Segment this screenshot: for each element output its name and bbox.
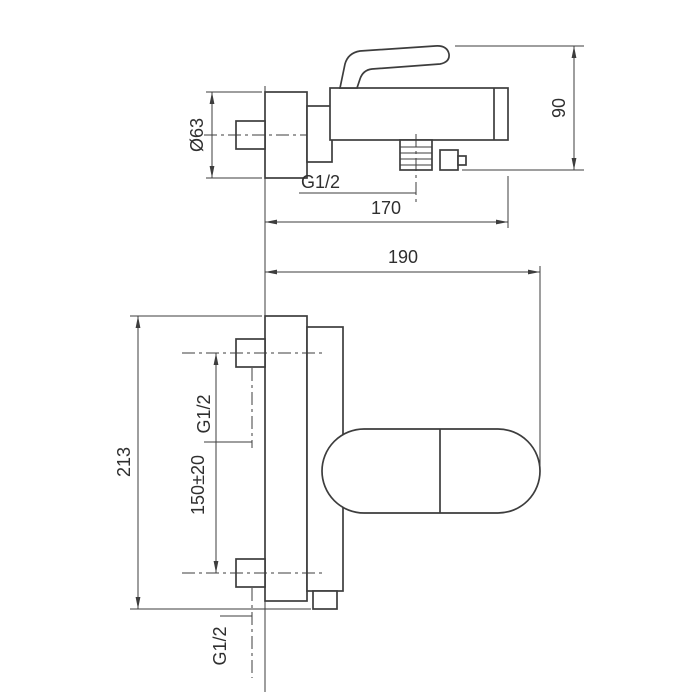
dim-label-width: 190: [388, 247, 418, 267]
side-view: [204, 45, 509, 202]
front-wall-plate: [264, 315, 308, 602]
dim-label-diameter: Ø63: [187, 118, 207, 152]
dim-label-total-height: 213: [114, 447, 134, 477]
thread-label-lower: G1/2: [210, 626, 230, 665]
dim-label-height: 90: [549, 98, 569, 118]
side-body: [329, 87, 509, 141]
side-view-dimensions: Ø63 90 G1/2 170: [187, 45, 584, 228]
side-lever-handle: [338, 45, 450, 89]
front-handle-oval: [321, 428, 541, 514]
side-diverter-knob: [439, 149, 459, 171]
dim-label-inlet-spacing: 150±20: [188, 455, 208, 515]
dim-label-depth: 170: [371, 198, 401, 218]
front-view: [182, 315, 541, 610]
front-bottom-outlet: [312, 590, 338, 610]
side-diverter-stub: [457, 155, 467, 166]
thread-label-inlet: G1/2: [194, 394, 214, 433]
front-view-dimensions: 190 213 150±20 G1/2 G1/2: [114, 247, 541, 678]
thread-label-side: G1/2: [301, 172, 340, 192]
side-neck: [306, 105, 333, 163]
